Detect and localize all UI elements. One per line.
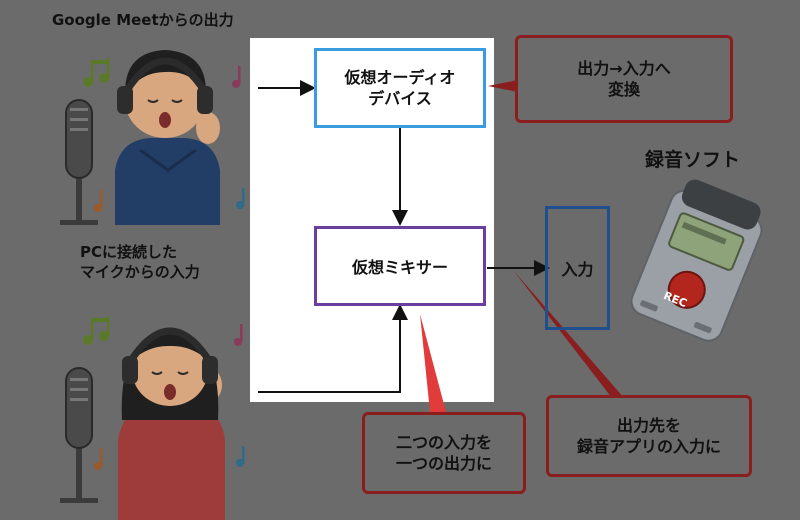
node-virtual-audio-device: 仮想オーディオ デバイス (314, 48, 486, 128)
music-note-icon (232, 66, 241, 88)
pointer-output-to-input (488, 80, 518, 92)
pointer-two-to-one (420, 314, 446, 412)
callout-dest-to-recorder: 出力先を 録音アプリの入力に (546, 395, 752, 477)
music-note-icon (83, 58, 110, 87)
callout-output-to-input: 出力→入力へ 変換 (515, 35, 733, 123)
callout-pointers (420, 80, 624, 412)
music-note-icon (236, 188, 245, 209)
music-note-icon (94, 448, 103, 470)
female-singer-icon (60, 327, 225, 520)
connectors (258, 80, 550, 393)
callout-two-to-one: 二つの入力を 一つの出力に (362, 412, 526, 494)
pointer-dest-to-recorder (513, 270, 624, 398)
node-virtual-mixer: 仮想ミキサー (314, 226, 486, 306)
music-note-icon (234, 324, 243, 346)
arrow-mic-to-mixer (258, 304, 408, 393)
node-input: 入力 (545, 206, 610, 330)
music-note-icon (94, 190, 103, 212)
voice-recorder-icon (630, 179, 763, 342)
label-recorder-title: 録音ソフト (645, 149, 741, 171)
label-pc-mic-input: PCに接続した マイクからの入力 (80, 243, 200, 281)
label-meet-output: Google Meetからの出力 (52, 11, 234, 29)
male-singer-icon (60, 50, 220, 225)
white-panel (250, 38, 494, 402)
music-note-icon (236, 446, 245, 467)
music-note-icon (83, 316, 110, 345)
